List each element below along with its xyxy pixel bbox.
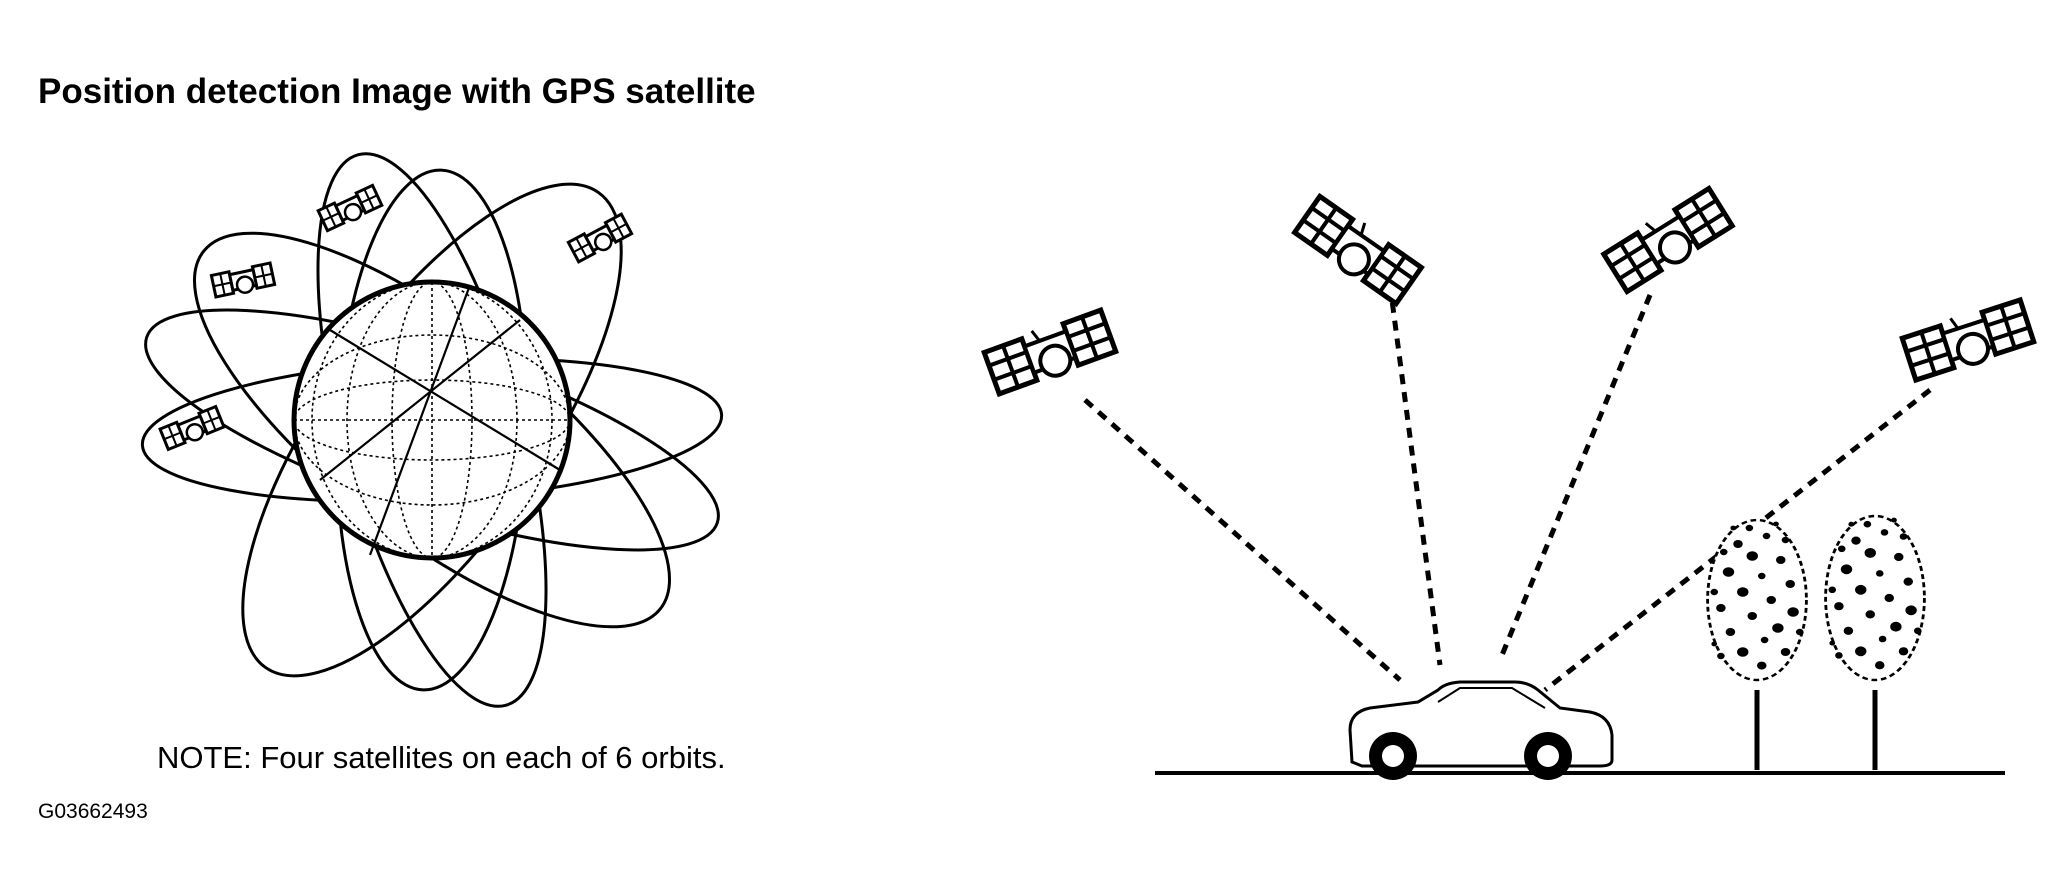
globe-icon bbox=[291, 279, 573, 561]
figure-code: G03662493 bbox=[38, 800, 148, 823]
tree-icon bbox=[1824, 514, 1926, 770]
tree-icon bbox=[1706, 518, 1808, 770]
globe-with-orbits bbox=[140, 152, 724, 708]
satellite-icon bbox=[983, 306, 1117, 396]
signal-lines bbox=[1083, 284, 1932, 692]
satellite-icon bbox=[566, 212, 635, 266]
satellite-icon bbox=[1602, 185, 1734, 294]
satellite-icon bbox=[1901, 296, 2035, 383]
car-icon bbox=[1348, 680, 1614, 780]
orbit-note: NOTE: Four satellites on each of 6 orbit… bbox=[157, 740, 726, 775]
satellite-icon bbox=[209, 261, 277, 301]
satellite-icon bbox=[1293, 193, 1424, 306]
figure-title: Position detection Image with GPS satell… bbox=[38, 72, 756, 111]
